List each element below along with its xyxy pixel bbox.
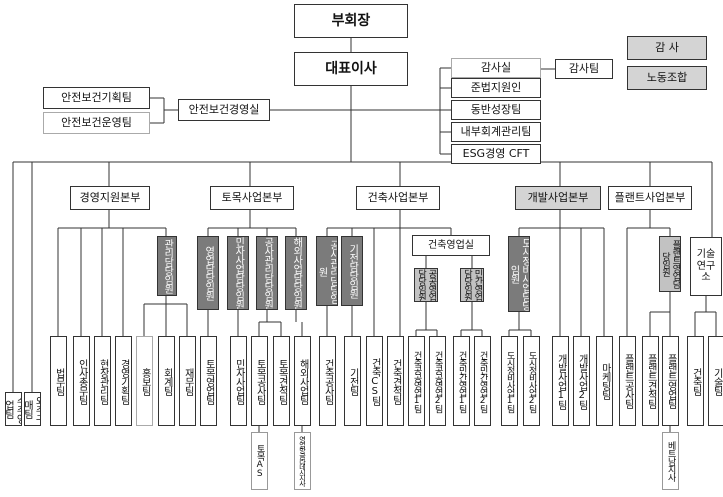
audit-office-box: 감사실 [451,58,541,78]
team-marketing: 마케팅팀 [596,336,613,426]
division-plant: 플랜트사업본부 [608,186,692,210]
vice-chairman-box: 부회장 [294,4,408,38]
team-procurement: 외주구매팀 [24,392,41,426]
team-legal: 법무팀 [50,336,67,426]
officer-civil-overseas: 해외사업담당임원 [285,236,307,310]
team-site: 현장관리팀 [94,336,111,426]
team-dev-1: 개발사업1팀 [552,336,569,426]
team-civil-construction: 토목공사팀 [251,336,268,426]
team-finance: 재무팀 [179,336,196,426]
officer-arch-public: 공공영업담당임원 [414,268,438,302]
officer-development: 도시정비사업담당임원 [508,236,530,312]
team-urban-1: 도시정비사업1팀 [501,336,518,426]
team-hr: 인사총무팀 [73,336,90,426]
ceo-box: 대표이사 [294,52,408,86]
team-civil-private: 민자사업팀 [230,336,247,426]
esg-cft-box: ESG경영 CFT [451,144,541,164]
internal-accounting-box: 내부회계관리팀 [451,122,541,142]
team-planning: 경영기획팀 [115,336,132,426]
team-civil-sales: 토목영업팀 [200,336,217,426]
team-accounting: 회계팀 [158,336,175,426]
team-order: 수주영업팀 [5,392,22,426]
officer-arch-mep: 기전담당임원 [341,236,363,306]
audit-team-box: 감사팀 [555,59,613,79]
officer-plant-sales: 플랜트영업담당임원 [659,236,681,292]
safety-planning-box: 안전보건기획팀 [43,87,150,109]
division-architecture: 건축사업본부 [356,186,440,210]
team-building: 건축팀 [687,336,704,426]
team-arch-estimate: 건축견적팀 [387,336,404,426]
tech-institute: 기술연구소 [690,237,722,296]
officer-arch-construction: 공사관리담당임원 [316,236,338,306]
team-civil-overseas: 해외사업팀 [294,336,311,426]
labor-union-box: 노동조합 [627,66,707,90]
team-urban-2: 도시정비사업2팀 [523,336,540,426]
officer-civil-construction: 공사관리담당임원 [256,236,278,310]
officer-civil-private: 민자사업담당임원 [227,236,249,310]
team-pr: 홍보팀 [136,336,153,426]
team-arch-private-2: 건축민간영업2팀 [474,336,491,426]
division-development: 개발사업본부 [515,186,601,210]
team-arch-public-1: 건축공공영업1팀 [408,336,425,426]
growth-team-box: 동반성장팀 [451,100,541,120]
team-plant-construction: 플랜트공사팀 [619,336,636,426]
team-technology: 기술팀 [708,336,723,426]
safety-office-box: 안전보건경영실 [178,99,270,121]
note-civil-as: 토목AS [251,432,268,490]
team-arch-private-1: 건축민간영업1팀 [453,336,470,426]
officer-civil-sales: 영업담당임원 [197,236,219,310]
team-dev-2: 개발사업2팀 [573,336,590,426]
arch-sales-office: 건축영업실 [412,235,490,256]
team-plant-estimate: 플랜트견적팀 [642,336,659,426]
team-plant-sales: 플랜트영업팀 [662,336,679,426]
division-civil: 토목사업본부 [210,186,294,210]
team-arch-cs: 건축CS팀 [366,336,383,426]
safety-operation-box: 안전보건운영팀 [43,112,150,134]
team-arch-construction: 건축공사팀 [319,336,336,426]
division-management: 경영지원본부 [70,186,150,210]
note-vietnam: 베트남지사 [662,432,679,490]
team-civil-estimate: 토목견적팀 [273,336,290,426]
team-arch-mep: 기전팀 [344,336,361,426]
team-arch-public-2: 건축공공영업2팀 [429,336,446,426]
officer-arch-private: 민간영업담당임원 [460,268,484,302]
note-bangladesh: 영업방글라데시지사 [294,432,311,490]
audit-committee-box: 감 사 [627,36,707,60]
compliance-box: 준법지원인 [451,78,541,98]
officer-management: 관리담당임원 [157,236,177,296]
